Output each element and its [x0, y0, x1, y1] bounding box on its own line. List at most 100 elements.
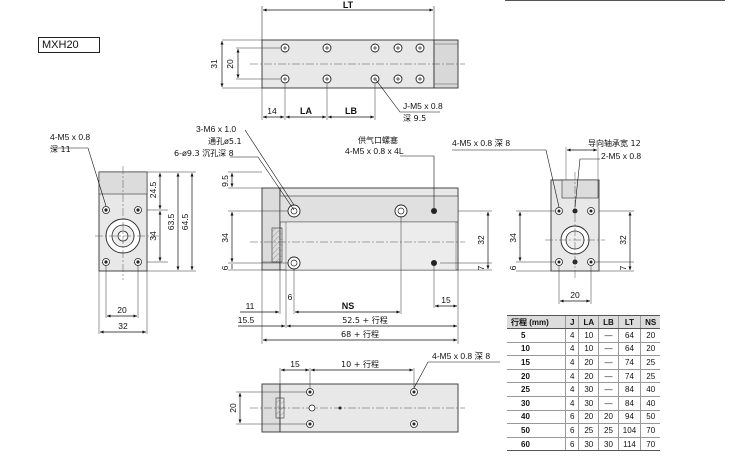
front-d52-5: 52.5 + 行程	[342, 315, 388, 325]
top-h31: 31	[209, 59, 219, 69]
col-la: LA	[578, 315, 599, 329]
front-hole-note-2: 通孔ø5.1	[208, 136, 242, 146]
bottom-d20: 20	[228, 403, 238, 413]
cell: 4	[564, 342, 579, 357]
front-d15: 15	[441, 295, 451, 305]
front-d68: 68 + 行程	[341, 329, 379, 339]
cell: 6	[564, 437, 579, 452]
top-la: LA	[300, 106, 312, 116]
col-stroke: 行程 (mm)	[507, 315, 566, 329]
top-d14: 14	[267, 106, 277, 116]
end-note-2: 导向轴承宽 12	[588, 138, 641, 148]
cell: 94	[617, 410, 641, 425]
cell: 60	[507, 437, 566, 452]
header-rule	[505, 0, 725, 1]
end-d34: 34	[508, 233, 518, 243]
left-d34: 34	[148, 231, 158, 241]
top-thread-note: J-M5 x 0.8	[403, 101, 443, 111]
cell: 4	[564, 328, 579, 343]
cell: —	[598, 355, 619, 370]
left-d64-5: 64.5	[180, 213, 190, 230]
end-d7: 7	[618, 265, 628, 270]
cell: 50	[507, 423, 566, 438]
cell: 40	[507, 410, 566, 425]
front-d6b: 6	[288, 292, 293, 302]
cell: 20	[640, 328, 661, 343]
front-hole-note-3: 6-ø9.3 沉孔深 8	[174, 149, 234, 158]
front-d11: 11	[246, 301, 255, 311]
front-port-note-2: 4-M5 x 0.8 x 4L	[345, 146, 404, 156]
top-h20: 20	[225, 59, 235, 69]
cell: —	[598, 396, 619, 411]
cell: 10	[507, 342, 566, 357]
cell: 84	[617, 396, 641, 411]
bottom-d15: 15	[290, 359, 300, 369]
cell: 4	[564, 355, 579, 370]
cell: 25	[578, 423, 599, 438]
end-d6: 6	[508, 265, 518, 270]
front-d15-5: 15.5	[238, 315, 255, 325]
cell: 64	[617, 328, 641, 343]
cell: 6	[564, 410, 579, 425]
front-d7: 7	[476, 265, 486, 270]
left-side-view: 4-M5 x 0.8 深 11 24.5 34 63.5 64.5 20 32	[50, 132, 196, 334]
cell: —	[598, 342, 619, 357]
cell: 84	[617, 382, 641, 397]
cell: 74	[617, 369, 641, 384]
left-d32: 32	[118, 321, 128, 331]
front-ns: NS	[342, 301, 355, 311]
cell: 70	[640, 423, 661, 438]
cell: 25	[640, 369, 661, 384]
left-thread-depth: 深 11	[50, 145, 71, 154]
cell: 40	[640, 396, 661, 411]
front-d32: 32	[476, 235, 486, 245]
cell: 5	[507, 328, 566, 343]
top-view: LT 31 20 14 LA LB J-M5 x 0.8 深 9.5	[209, 0, 465, 123]
cell: 25	[598, 423, 619, 438]
front-d9-5: 9.5	[220, 175, 230, 187]
cell: 20	[578, 369, 599, 384]
cell: 70	[640, 437, 661, 452]
col-ns: NS	[640, 315, 661, 329]
lt-label: LT	[343, 0, 354, 10]
cell: 20	[640, 342, 661, 357]
end-note-3: 2-M5 x 0.8	[601, 151, 641, 161]
front-d6: 6	[220, 265, 230, 270]
cell: 20	[578, 355, 599, 370]
cell: 20	[507, 369, 566, 384]
cell: 74	[617, 355, 641, 370]
cell: 40	[640, 382, 661, 397]
end-view-right: 4-M5 x 0.8 深 8 导向轴承宽 12 2-M5 x 0.8 34 6 …	[452, 138, 641, 304]
end-d32: 32	[618, 235, 628, 245]
top-lb: LB	[345, 106, 357, 116]
cell: 30	[507, 396, 566, 411]
end-d20: 20	[570, 290, 580, 300]
cell: 25	[507, 382, 566, 397]
bottom-d-stroke: 10 + 行程	[341, 359, 379, 369]
col-lt: LT	[617, 315, 641, 329]
cell: 15	[507, 355, 566, 370]
front-port-note-1: 供气口螺塞	[358, 135, 398, 145]
cell: 10	[578, 342, 599, 357]
cell: 4	[564, 382, 579, 397]
left-d20: 20	[117, 305, 127, 315]
top-thread-depth: 深 9.5	[403, 114, 426, 123]
cell: 104	[617, 423, 641, 438]
cell: 30	[578, 382, 599, 397]
front-view: 3-M6 x 1.0 通孔ø5.1 6-ø9.3 沉孔深 8 供气口螺塞 4-M…	[174, 124, 492, 344]
left-thread-note: 4-M5 x 0.8	[50, 132, 90, 142]
cell: 4	[564, 369, 579, 384]
cell: 30	[578, 396, 599, 411]
cell: 114	[617, 437, 641, 452]
cell: 25	[640, 355, 661, 370]
left-d24-5: 24.5	[148, 181, 158, 198]
